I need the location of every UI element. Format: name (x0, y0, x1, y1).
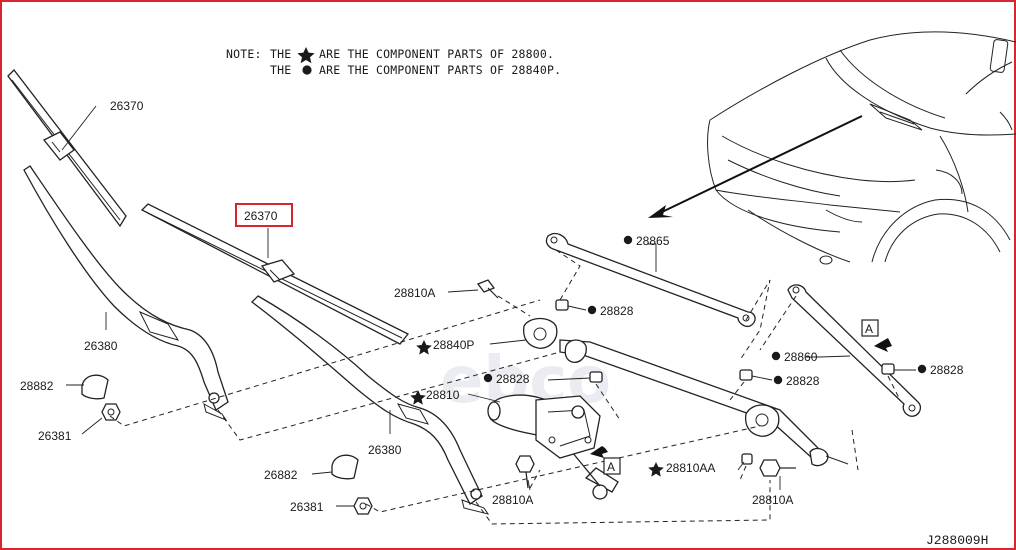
link-rod-right (787, 284, 922, 417)
note-prefix: NOTE: (226, 47, 262, 61)
label-bolt-bottom-right: 28810A (752, 493, 793, 507)
label-link-assy: 28840P (433, 338, 474, 352)
part-labels: 26370 26370 26380 28882 26381 26380 2688… (20, 99, 964, 514)
dot-icon-bushing-4 (917, 364, 927, 374)
note-line2-post: ARE THE COMPONENT PARTS OF 28840P. (319, 63, 561, 77)
label-bushing-2: 28828 (496, 372, 530, 386)
label-arm-driver: 26380 (84, 339, 118, 353)
label-bushing-1: 28828 (600, 304, 634, 318)
label-bolt-aa: 28810AA (666, 461, 715, 475)
wiper-blade-passenger (140, 203, 410, 345)
dot-icon-bushing-1 (587, 305, 597, 315)
star-icon (297, 47, 315, 64)
dot-icon (302, 65, 312, 75)
label-link-rod-top: 28865 (636, 234, 670, 248)
view-a-marker-1: A (603, 457, 621, 475)
view-arrow-icon-2 (874, 338, 892, 352)
note-line1-post: ARE THE COMPONENT PARTS OF 28800. (319, 47, 554, 61)
label-nut-driver: 26381 (38, 429, 72, 443)
note-line2-pre: THE (270, 63, 291, 77)
label-motor: 28810 (426, 388, 460, 402)
label-cap-driver: 28882 (20, 379, 54, 393)
star-icon-bolt (648, 462, 664, 477)
pivot-cap-driver (81, 374, 109, 400)
pivot-nut-driver (101, 403, 121, 421)
wiper-motor (487, 394, 601, 459)
dot-icon-link-rod-right (771, 351, 781, 361)
star-icon-motor (410, 390, 426, 405)
dot-icon-link-rod (623, 235, 633, 245)
wiper-arm-passenger (251, 295, 490, 515)
note-block: NOTE: THE ARE THE COMPONENT PARTS OF 288… (226, 47, 561, 77)
view-a-marker-2: A (861, 319, 879, 337)
label-cap-passenger: 26882 (264, 468, 298, 482)
leader-lines (61, 105, 916, 507)
view-arrow-icon (590, 446, 608, 458)
dot-icon-bushing-2 (483, 373, 493, 383)
bushing-parts (555, 299, 895, 465)
location-arrow (648, 115, 863, 218)
diagram-code: J288009H (926, 533, 988, 548)
note-line1-pre: THE (270, 47, 291, 61)
dashed-connectors (109, 249, 901, 525)
linkage-frame (522, 317, 849, 500)
label-nut-passenger: 26381 (290, 500, 324, 514)
wiper-blade-driver (7, 69, 127, 228)
label-link-rod-right: 28860 (784, 350, 818, 364)
dot-icon-bushing-3 (773, 375, 783, 385)
link-rod-top (545, 232, 756, 328)
label-blade-passenger: 26370 (244, 209, 278, 223)
pivot-cap-passenger (331, 454, 359, 480)
label-bolt-top: 28810A (394, 286, 435, 300)
bolt-parts (476, 279, 796, 489)
label-bolt-bottom-left: 28810A (492, 493, 533, 507)
view-a-label-2: A (865, 322, 873, 336)
wiper-arm-driver (23, 165, 229, 422)
car-illustration (707, 31, 1016, 265)
view-a-label-1: A (607, 460, 615, 474)
label-arm-passenger: 26380 (368, 443, 402, 457)
highlight-box (235, 203, 293, 227)
label-blade-driver: 26370 (110, 99, 144, 113)
star-icon-link (416, 340, 432, 355)
label-bushing-4: 28828 (930, 363, 964, 377)
label-bushing-3: 28828 (786, 374, 820, 388)
